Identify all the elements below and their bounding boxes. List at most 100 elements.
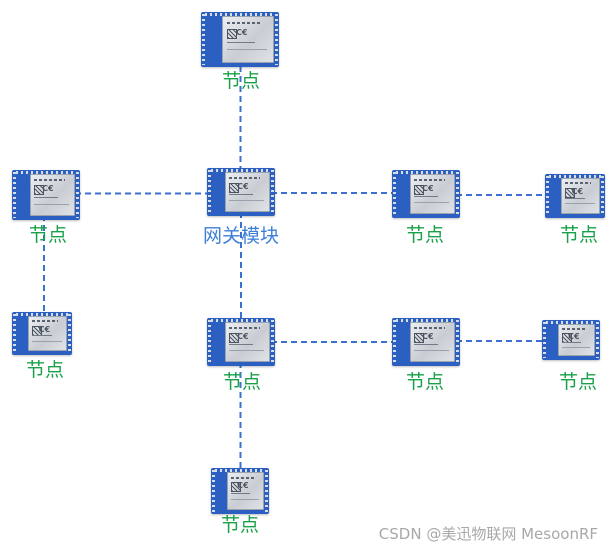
dashed-links [43, 39, 575, 491]
node-module-n-center-lower: C€ [207, 318, 275, 366]
chip-marking-line [229, 200, 264, 202]
rf-shield-can: C€ [222, 16, 274, 63]
node-label-n-lower-far-right: 节点 [558, 371, 598, 393]
node-label-n-top: 节点 [221, 70, 261, 92]
ce-mark-icon: C€ [237, 331, 249, 341]
chip-marking-line [34, 197, 59, 199]
pad-row-right [596, 322, 599, 358]
node-label-n-left: 节点 [28, 224, 68, 246]
chip-marking-line [230, 476, 256, 479]
node-module-n-left: C€ [12, 170, 80, 220]
pad-row-left [543, 322, 546, 358]
rf-shield-can: C€ [225, 172, 270, 212]
node-module-n-far-right: C€ [545, 174, 605, 218]
qr-code-icon [229, 332, 240, 343]
node-module-n-top: C€ [201, 12, 279, 67]
node-label-n-far-right: 节点 [559, 224, 599, 246]
rf-shield-can: C€ [558, 324, 595, 356]
node-label-n-lower-right: 节点 [405, 371, 445, 393]
chip-marking-line [229, 194, 254, 196]
pad-row-right [601, 176, 604, 216]
chip-marking-line [564, 203, 595, 205]
qr-code-icon [230, 482, 241, 493]
node-module-n-bottom: C€ [211, 468, 269, 514]
node-label-n-center-lower: 节点 [222, 371, 262, 393]
node-label-n-mid-right: 节点 [405, 224, 445, 246]
node-module-n-left-bottom: C€ [12, 312, 72, 355]
node-module-n-lower-right: C€ [392, 318, 460, 366]
pad-row-top [396, 171, 456, 174]
chip-marking-line [564, 182, 591, 185]
qr-code-icon [34, 185, 45, 196]
qr-code-icon [564, 187, 575, 198]
chip-marking-line [31, 335, 53, 337]
chip-marking-line [414, 202, 449, 204]
pad-row-top [16, 313, 68, 316]
pad-row-top [211, 169, 271, 172]
pad-row-left [13, 172, 16, 218]
chip-marking-line [227, 21, 262, 24]
gateway-module: C€ [207, 168, 275, 216]
pad-row-top [549, 175, 601, 178]
chip-marking-line [414, 196, 439, 198]
pad-row-top [211, 319, 271, 322]
pad-row-top [205, 13, 275, 16]
ce-mark-icon: C€ [568, 331, 580, 341]
pad-row-left [208, 320, 211, 364]
pad-row-right [76, 172, 79, 218]
chip-marking-line [227, 49, 267, 51]
chip-marking-line [229, 176, 260, 179]
chip-marking-line [34, 179, 65, 181]
chip-marking-line [561, 346, 590, 348]
ce-mark-icon: C€ [422, 331, 434, 341]
chip-marking-line [34, 203, 69, 205]
chip-marking-line [31, 320, 58, 323]
pad-row-right [456, 172, 459, 216]
rf-shield-can: C€ [410, 322, 455, 362]
rf-shield-can: C€ [410, 174, 455, 214]
gateway-label: 网关模块 [202, 225, 280, 247]
pad-row-right [271, 320, 274, 364]
chip-marking-line [564, 198, 586, 200]
pad-row-left [212, 470, 215, 512]
qr-code-icon [414, 184, 425, 195]
ce-mark-icon: C€ [237, 481, 249, 491]
ce-mark-icon: C€ [571, 186, 584, 196]
ce-mark-icon: C€ [236, 27, 248, 37]
pad-row-left [202, 14, 205, 65]
rf-shield-can: C€ [227, 472, 264, 510]
node-module-n-mid-right: C€ [392, 170, 460, 218]
ce-mark-icon: C€ [42, 184, 54, 194]
node-module-n-lower-far-right: C€ [542, 320, 600, 360]
chip-marking-line [229, 344, 254, 346]
ce-mark-icon: C€ [237, 181, 249, 191]
pad-row-right [271, 170, 274, 214]
chip-marking-line [414, 350, 449, 352]
chip-marking-line [561, 341, 582, 343]
node-label-n-left-bottom: 节点 [25, 359, 65, 381]
chip-marking-line [229, 326, 260, 329]
pad-row-top [396, 319, 456, 322]
node-label-n-bottom: 节点 [220, 514, 260, 536]
chip-marking-line [227, 42, 255, 44]
rf-shield-can: C€ [30, 174, 75, 216]
pad-row-left [393, 172, 396, 216]
pad-row-left [546, 176, 549, 216]
qr-code-icon [229, 182, 240, 193]
pad-row-right [265, 470, 268, 512]
chip-marking-line [414, 344, 439, 346]
ce-mark-icon: C€ [38, 324, 51, 334]
rf-shield-can: C€ [225, 322, 270, 362]
pad-row-right [68, 314, 71, 353]
pad-row-top [16, 171, 76, 174]
chip-marking-line [31, 340, 62, 342]
pad-row-top [215, 469, 265, 472]
pad-row-top [546, 321, 596, 324]
qr-code-icon [414, 332, 425, 343]
pad-row-left [13, 314, 16, 353]
chip-marking-line [414, 326, 445, 329]
pad-row-right [275, 14, 278, 65]
rf-shield-can: C€ [28, 316, 67, 351]
chip-marking-line [414, 178, 445, 181]
pad-row-right [456, 320, 459, 364]
